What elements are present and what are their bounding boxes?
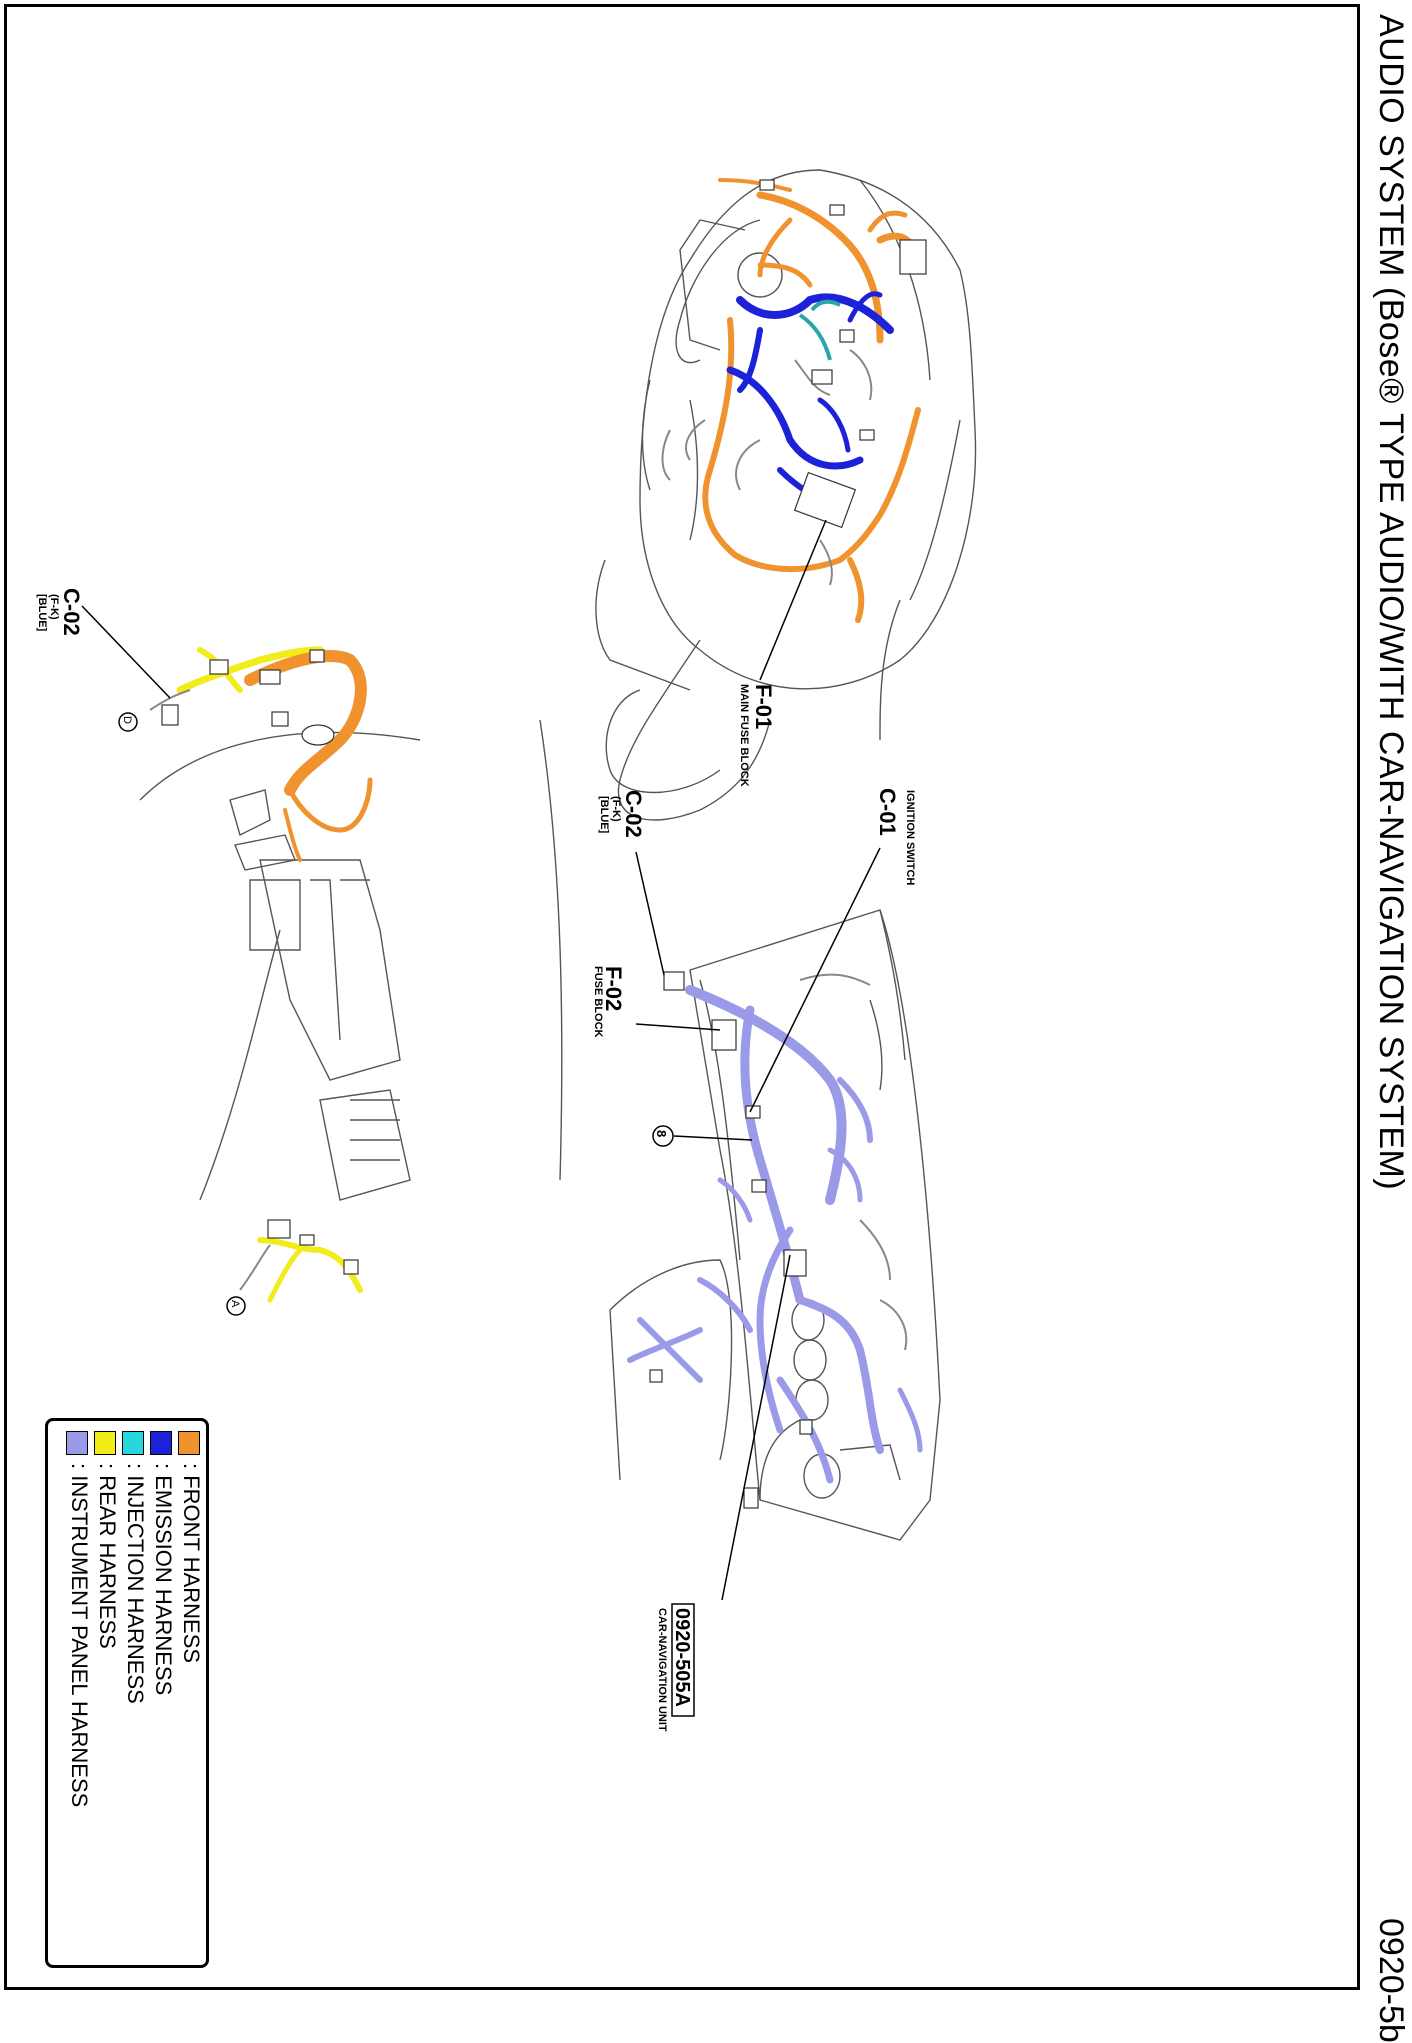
yellow-harness-outline: [149, 689, 271, 1291]
floor-fk-connector-sub1: (F-K): [48, 594, 60, 620]
legend-item-rear-harness: : REAR HARNESS: [94, 1431, 120, 1961]
legend-label: : FRONT HARNESS: [179, 1463, 204, 1664]
floor-fk-connector-code: C-02: [59, 588, 84, 636]
dash-leader-lines: [635, 847, 881, 1601]
legend-label: : REAR HARNESS: [95, 1463, 120, 1649]
front-harness-floor: [244, 650, 373, 862]
car-nav-unit-code-box: [671, 1603, 695, 1717]
legend-item-front-harness: : FRONT HARNESS: [178, 1431, 204, 1961]
legend-swatch: [178, 1431, 200, 1455]
floor-harness-diagram: [81, 605, 563, 1316]
legend-label: : INSTRUMENT PANEL HARNESS: [67, 1463, 92, 1808]
dash-branch-wires: [799, 973, 908, 1351]
legend-label: : INJECTION HARNESS: [123, 1463, 148, 1704]
marker-d-label: D: [121, 716, 133, 724]
legend-swatch: [66, 1431, 88, 1455]
page-frame: [4, 4, 1360, 1990]
floor-connectors: [161, 649, 359, 1275]
legend-item-injection-harness: : INJECTION HARNESS: [122, 1431, 148, 1961]
legend-swatch: [150, 1431, 172, 1455]
front-harness-engine: [702, 178, 921, 623]
marker-d-circle: [118, 712, 138, 732]
legend-item-emission-harness: : EMISSION HARNESS: [150, 1431, 176, 1961]
floor-body-outline: [139, 719, 563, 1201]
engine-compartment-diagram: [595, 169, 977, 821]
instrument-panel-diagram: [609, 847, 941, 1717]
legend-swatch: [122, 1431, 144, 1455]
engine-body-outline: [595, 169, 977, 821]
main-fuse-block-leader: [759, 519, 827, 681]
engine-connectors: [759, 179, 927, 529]
floor-fk-connector-sub2: [BLUE]: [36, 594, 48, 632]
marker-a-label: A: [229, 1300, 241, 1308]
ground-point-marker: [652, 1125, 674, 1147]
legend-label: : EMISSION HARNESS: [151, 1463, 176, 1696]
floor-fk-connector-leader: [81, 605, 171, 699]
dash-body-outline: [609, 909, 941, 1541]
injection-harness-engine: [798, 299, 841, 361]
legend-item-instrument-panel-harness: : INSTRUMENT PANEL HARNESS: [66, 1431, 92, 1961]
harness-color-legend: : FRONT HARNESS : EMISSION HARNESS : INJ…: [45, 1418, 209, 1968]
marker-a-circle: [226, 1296, 246, 1316]
legend-swatch: [94, 1431, 116, 1455]
